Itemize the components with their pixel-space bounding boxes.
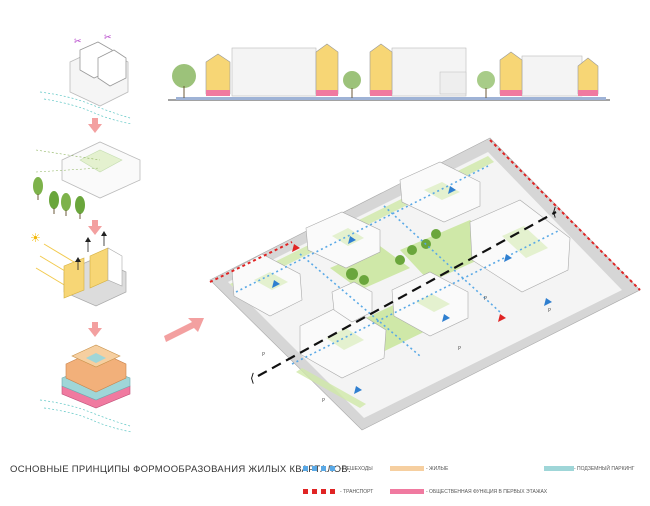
legend-label-pedestrian: - ПЕШЕХОДЫ	[340, 466, 373, 472]
entry-arrow-icon	[272, 280, 280, 288]
parking-label: P	[322, 398, 325, 404]
step-1-massing: ✂ ✂	[39, 33, 133, 125]
down-arrow-icon	[88, 220, 102, 235]
tree-icon	[75, 196, 85, 219]
scissors-icon: ✂	[74, 37, 82, 47]
tree-icon	[477, 71, 495, 98]
legend-label-residential: - ЖИЛЫЕ	[426, 466, 449, 472]
parking-label: P	[548, 308, 551, 314]
tree-icon	[49, 191, 59, 214]
step-4-functions	[39, 344, 133, 433]
down-arrow-icon	[88, 322, 102, 337]
entry-arrow-icon	[442, 314, 450, 322]
legend-swatch-transport	[303, 489, 335, 494]
entry-arrow-icon	[354, 386, 362, 394]
entry-arrow-icon	[504, 254, 512, 262]
legend-label-public: - ОБЩЕСТВЕННАЯ ФУНКЦИЯ В ПЕРВЫХ ЭТАЖАХ	[426, 489, 548, 495]
parking-label: P	[262, 352, 265, 358]
section-mark-icon: ⟨	[552, 205, 557, 219]
scissors-icon: ✂	[104, 33, 112, 43]
parking-label: P	[458, 346, 461, 352]
sun-icon: ☀	[30, 231, 41, 245]
section-mark-icon: ⟨	[250, 371, 255, 385]
street-section	[168, 43, 610, 101]
entry-arrow-icon	[348, 236, 356, 244]
step-3-insolation: ☀	[30, 231, 127, 307]
entry-arrow-icon	[448, 186, 456, 194]
tree-icon	[172, 64, 196, 98]
tree-icon	[343, 71, 361, 98]
entry-arrow-icon	[544, 298, 552, 306]
parking-label: P	[484, 296, 487, 302]
legend-swatch-public	[390, 489, 424, 494]
legend-swatch-parking	[544, 466, 574, 471]
tree-icon	[61, 193, 71, 216]
step-2-courtyard	[33, 141, 141, 219]
legend-swatch-pedestrian	[303, 466, 335, 471]
quarter-plan: ⟨ ⟨ P P P P P	[209, 137, 641, 431]
caption: ОСНОВНЫЕ ПРИНЦИПЫ ФОРМООБРАЗОВАНИЯ ЖИЛЫХ…	[10, 464, 351, 475]
legend-label-transport: - ТРАНСПОРТ	[340, 489, 374, 495]
car-entry-arrow-icon	[498, 314, 506, 322]
legend-label-parking: - ПОДЗЕМНЫЙ ПАРКИНГ	[574, 466, 635, 472]
legend-swatch-residential	[390, 466, 424, 471]
car-entry-arrow-icon	[292, 244, 300, 252]
big-right-arrow-icon	[164, 318, 204, 342]
down-arrow-icon	[88, 118, 102, 133]
tree-icon	[33, 177, 43, 200]
